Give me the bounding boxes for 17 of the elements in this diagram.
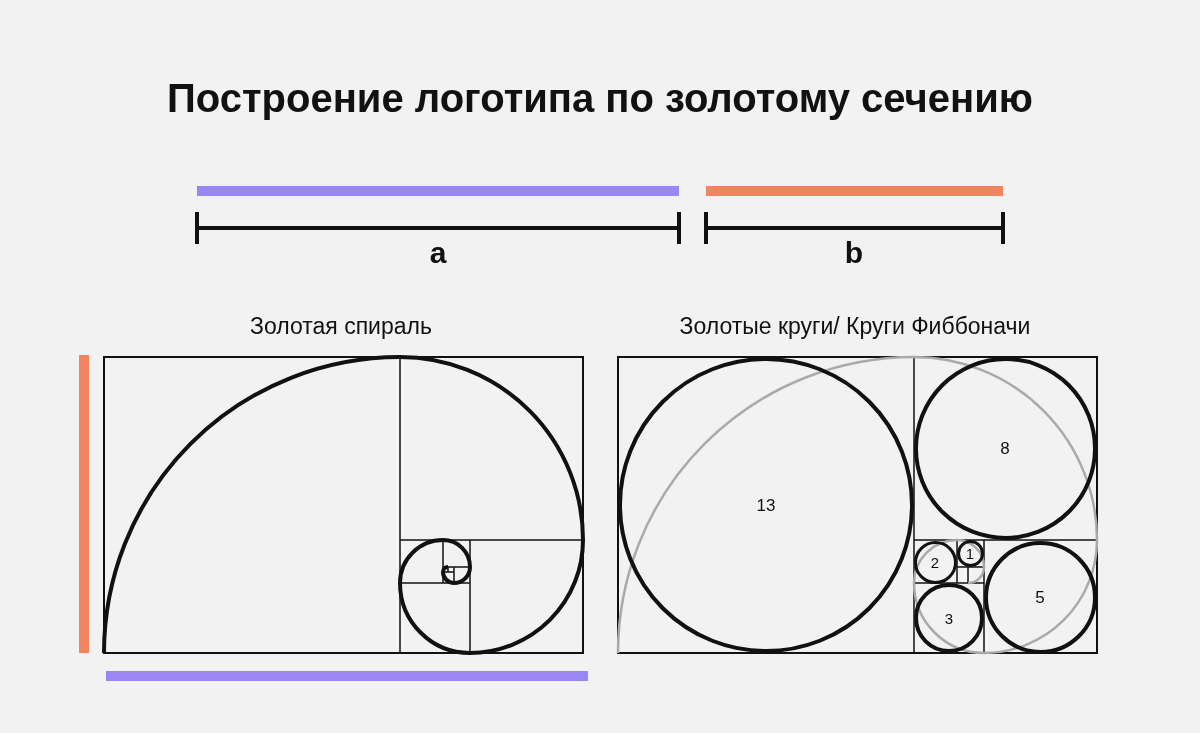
circle-number: 8 <box>1000 439 1010 457</box>
circle <box>913 356 1097 540</box>
circle <box>618 357 914 653</box>
panel-heading: Золотая спираль <box>250 313 432 340</box>
title: Построение логотипа по золотому сечению <box>167 76 1033 121</box>
circle-number: 2 <box>930 554 940 570</box>
circle-number: 5 <box>1035 588 1045 606</box>
circle-number: 3 <box>944 610 954 626</box>
dimension-label: a <box>429 236 447 270</box>
circle-number: 13 <box>756 496 776 514</box>
circle <box>914 583 984 653</box>
panel-heading: Золотые круги/ Круги Фиббоначи <box>679 313 1031 340</box>
circle <box>913 540 957 584</box>
dimension-label: b <box>844 236 864 270</box>
circle <box>983 540 1097 654</box>
circle <box>956 539 984 567</box>
circle-number: 1 <box>965 545 975 561</box>
